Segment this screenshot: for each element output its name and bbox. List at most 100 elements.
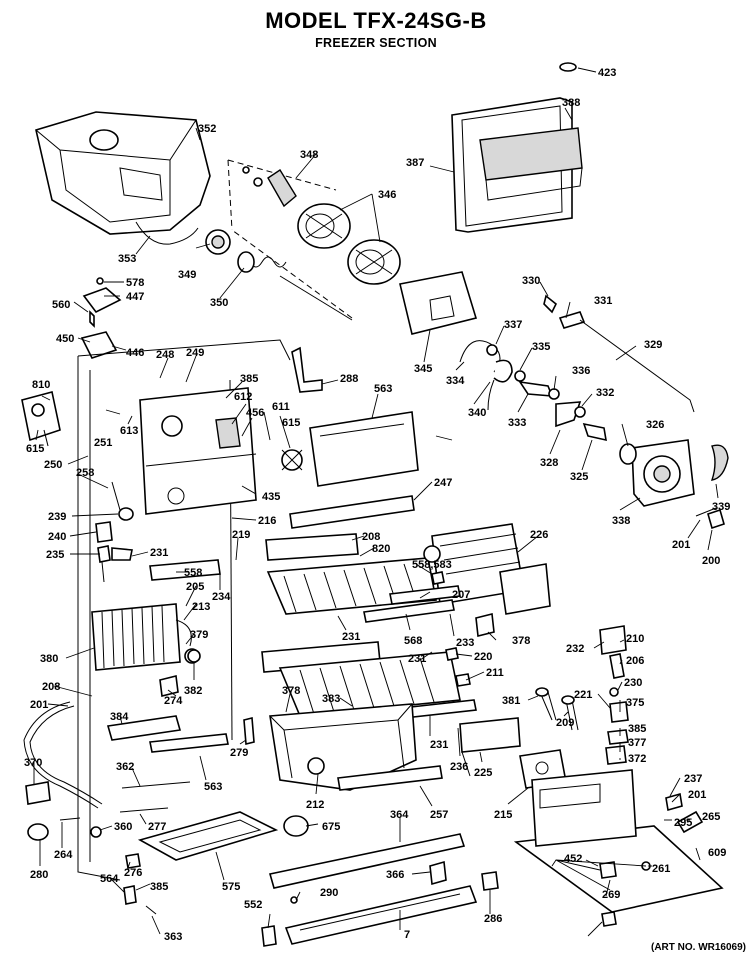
callout-235: 208 [362, 531, 380, 543]
callout-615b: 456 [246, 407, 264, 419]
callout-231d: 236 [450, 761, 468, 773]
part-impellers [297, 203, 401, 285]
callout-221: 384 [110, 711, 129, 723]
callout-250: 435 [262, 491, 280, 503]
callout-277: 364 [390, 809, 409, 821]
callout-609: 276 [124, 867, 142, 879]
callout-226: 205 [186, 581, 204, 593]
callout-290: 552 [244, 899, 262, 911]
callout-205: 207 [452, 589, 470, 601]
part-236 [243, 716, 255, 746]
part-damper-control [21, 391, 61, 447]
callout-450: 450 [56, 333, 74, 345]
callout-350: 350 [210, 297, 228, 309]
part-linkage [459, 294, 695, 442]
part-290 [261, 925, 277, 947]
part-shelf-trim [289, 495, 415, 529]
callout-382: 230 [624, 677, 642, 689]
callout-375: 209 [556, 717, 574, 729]
callout-231b: 233 [456, 637, 474, 649]
callout-385c: 269 [602, 889, 620, 901]
callout-560: 560 [52, 299, 70, 311]
callout-261: 385 [150, 881, 168, 893]
callout-240: 235 [46, 549, 64, 561]
callout-216: 219 [232, 529, 250, 541]
callout-372: 225 [474, 767, 492, 779]
part-thermostat [599, 625, 629, 723]
callout-338: 200 [702, 555, 720, 567]
part-cam [710, 444, 729, 481]
part-564 [290, 896, 298, 904]
callout-345: 345 [414, 363, 432, 375]
callout-339: 201 [672, 539, 690, 551]
callout-288: 810 [32, 379, 50, 391]
callout-239: 240 [48, 531, 66, 543]
callout-810: 612 [234, 391, 252, 403]
callout-280: 575 [222, 881, 240, 893]
callout-234: 213 [192, 601, 210, 613]
page-title: MODEL TFX-24SG-B [265, 8, 487, 33]
callout-233: 379 [190, 629, 208, 641]
part-279 [25, 781, 51, 805]
callout-564: 290 [320, 887, 338, 899]
callout-435: 239 [48, 511, 66, 523]
part-bracket-249 [291, 346, 323, 393]
callout-335b: 332 [596, 387, 614, 399]
callout-330: 330 [522, 275, 540, 287]
callout-456: 258 [76, 467, 94, 479]
part-fan-blade [281, 449, 303, 471]
part-drive-motor [619, 439, 695, 507]
callout-201c: 277 [148, 821, 166, 833]
callout-326: 326 [646, 419, 664, 431]
callout-328: 339 [712, 501, 730, 513]
callout-384: 385 [628, 723, 646, 735]
callout-336: 328 [540, 457, 558, 469]
callout-265: 264 [54, 849, 73, 861]
part-cover-372 [459, 717, 521, 777]
part-366 [599, 861, 651, 927]
callout-360: 609 [708, 847, 726, 859]
callout-377: 372 [628, 753, 646, 765]
part-evaporator-coil [91, 603, 181, 671]
part-heater-wires [95, 481, 134, 583]
callout-612: 611 [272, 401, 290, 413]
callout-364: 265 [702, 811, 720, 823]
part-269 [481, 871, 499, 891]
callout-379: 210 [626, 633, 644, 645]
part-265 [59, 817, 81, 821]
callout-279: 370 [24, 757, 42, 769]
callout-labels: 423 388 387 352 348 346 353 349 350 578 … [24, 67, 730, 943]
callout-337: 337 [504, 319, 522, 331]
callout-352: 352 [198, 123, 216, 135]
part-295 [90, 826, 102, 838]
leader-lines [33, 67, 719, 937]
callout-387: 387 [406, 157, 424, 169]
part-duct-panel [309, 411, 419, 487]
part-freezer-drawer [269, 703, 417, 791]
callout-370: 215 [494, 809, 512, 821]
part-auger-axis [227, 159, 353, 319]
callout-258: 247 [434, 477, 452, 489]
callout-231: 820 [372, 543, 390, 555]
callout-558: 234 [212, 591, 231, 603]
callout-615: 613 [120, 425, 138, 437]
callout-293: 360 [114, 821, 132, 833]
callout-380: 206 [626, 655, 644, 667]
callout-269: 286 [484, 913, 502, 925]
callout-274: 201 [30, 699, 48, 711]
callout-201: 248 [156, 349, 174, 361]
callout-340: 340 [468, 407, 486, 419]
callout-335: 335 [532, 341, 550, 353]
callout-385: 563 [374, 383, 392, 395]
callout-563b: 201 [688, 789, 706, 801]
part-drain-pan [137, 811, 279, 861]
callout-446: 446 [126, 347, 144, 359]
part-237 [307, 757, 325, 775]
part-bottom-strips [119, 733, 229, 813]
part-lower-shelf [261, 641, 477, 719]
callout-348: 348 [300, 149, 318, 161]
callout-230: 274 [164, 695, 183, 707]
part-spring-339 [695, 507, 725, 530]
part-switches [605, 729, 629, 765]
part-257 [283, 815, 309, 837]
